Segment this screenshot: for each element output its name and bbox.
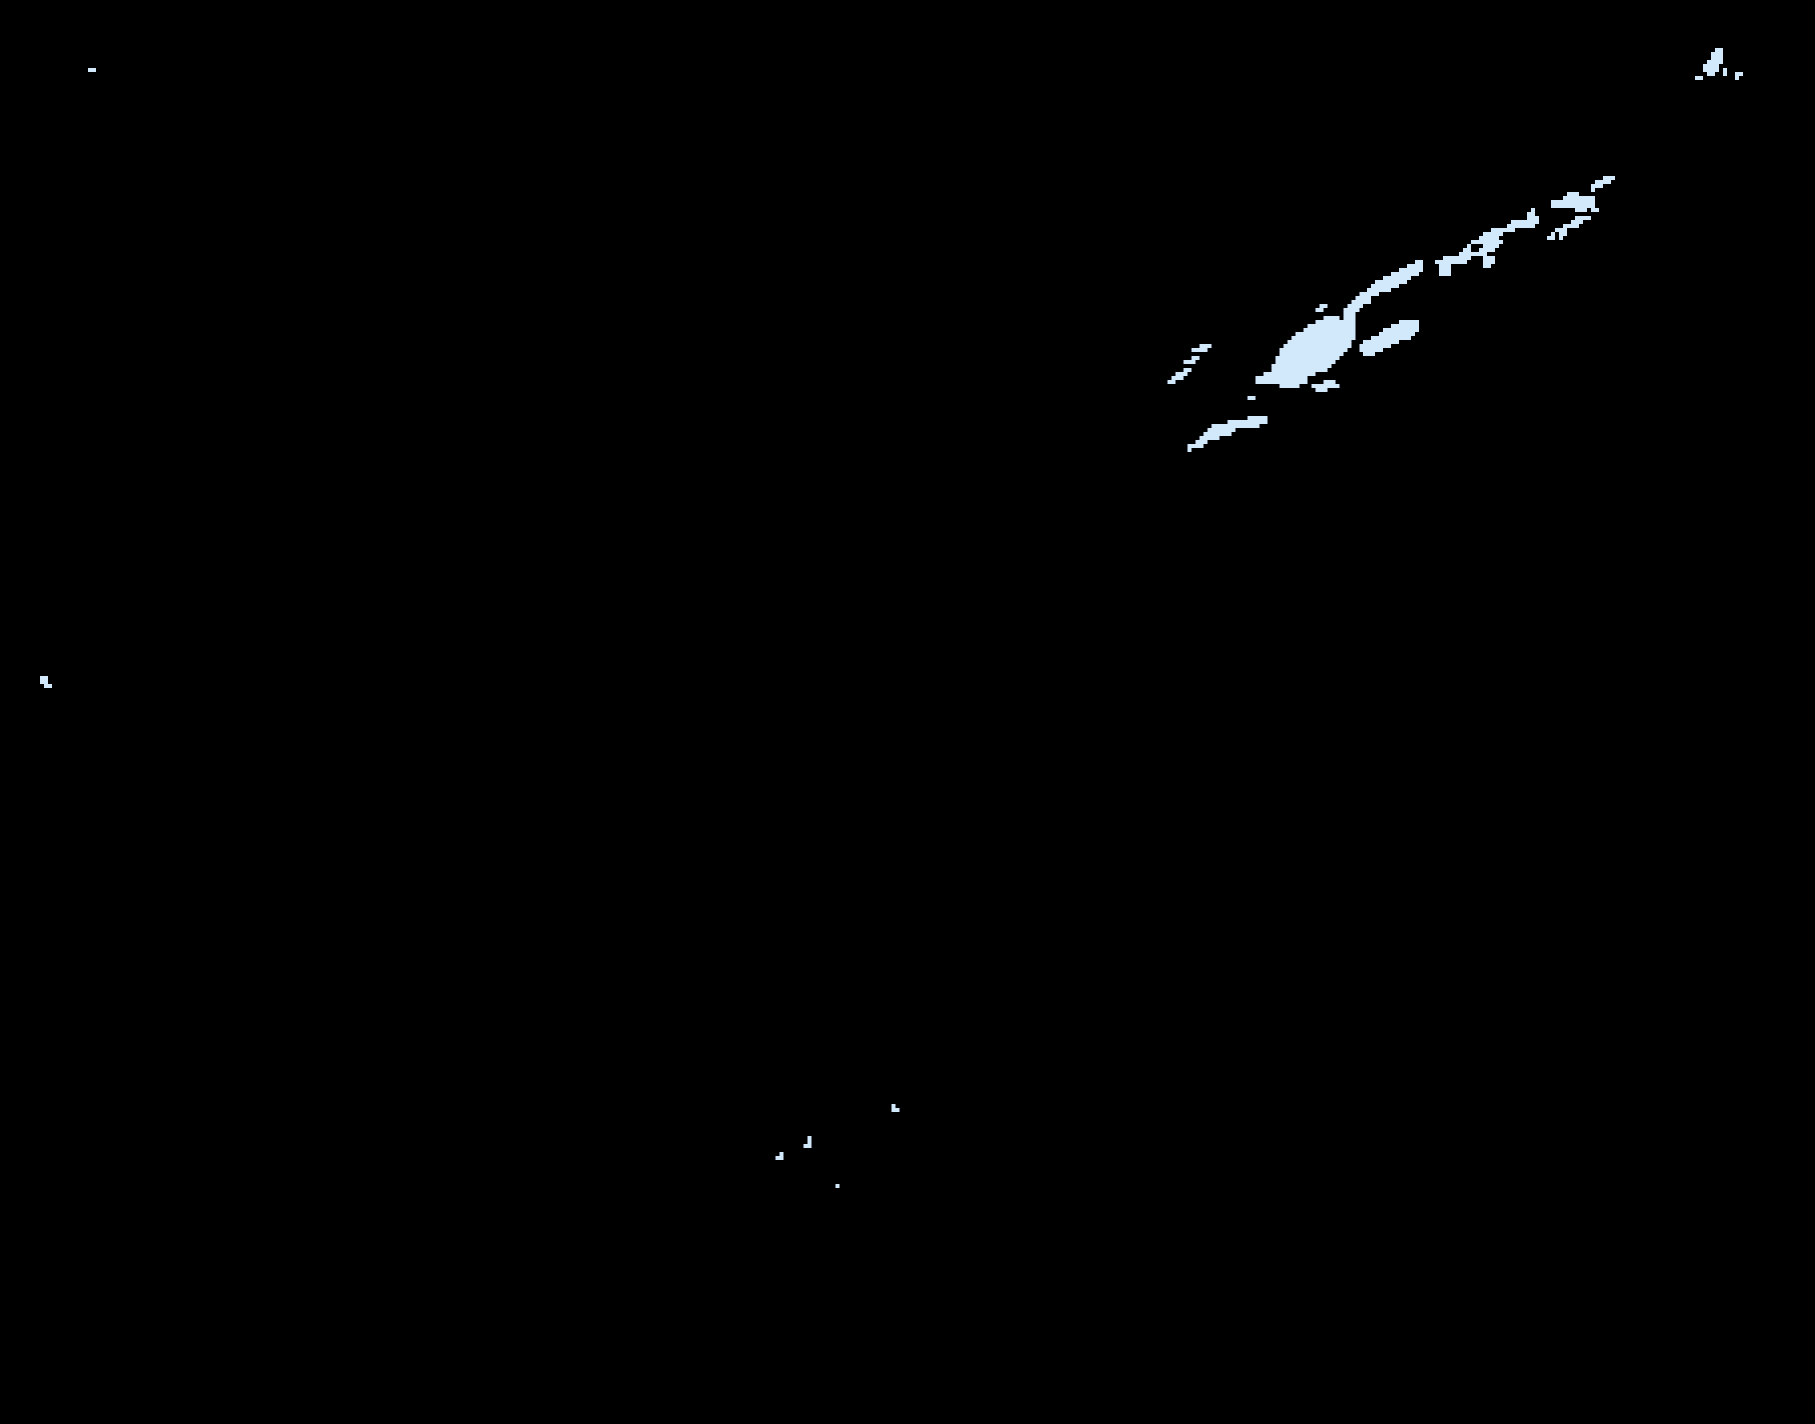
cloud-mask-image — [0, 0, 1815, 1424]
